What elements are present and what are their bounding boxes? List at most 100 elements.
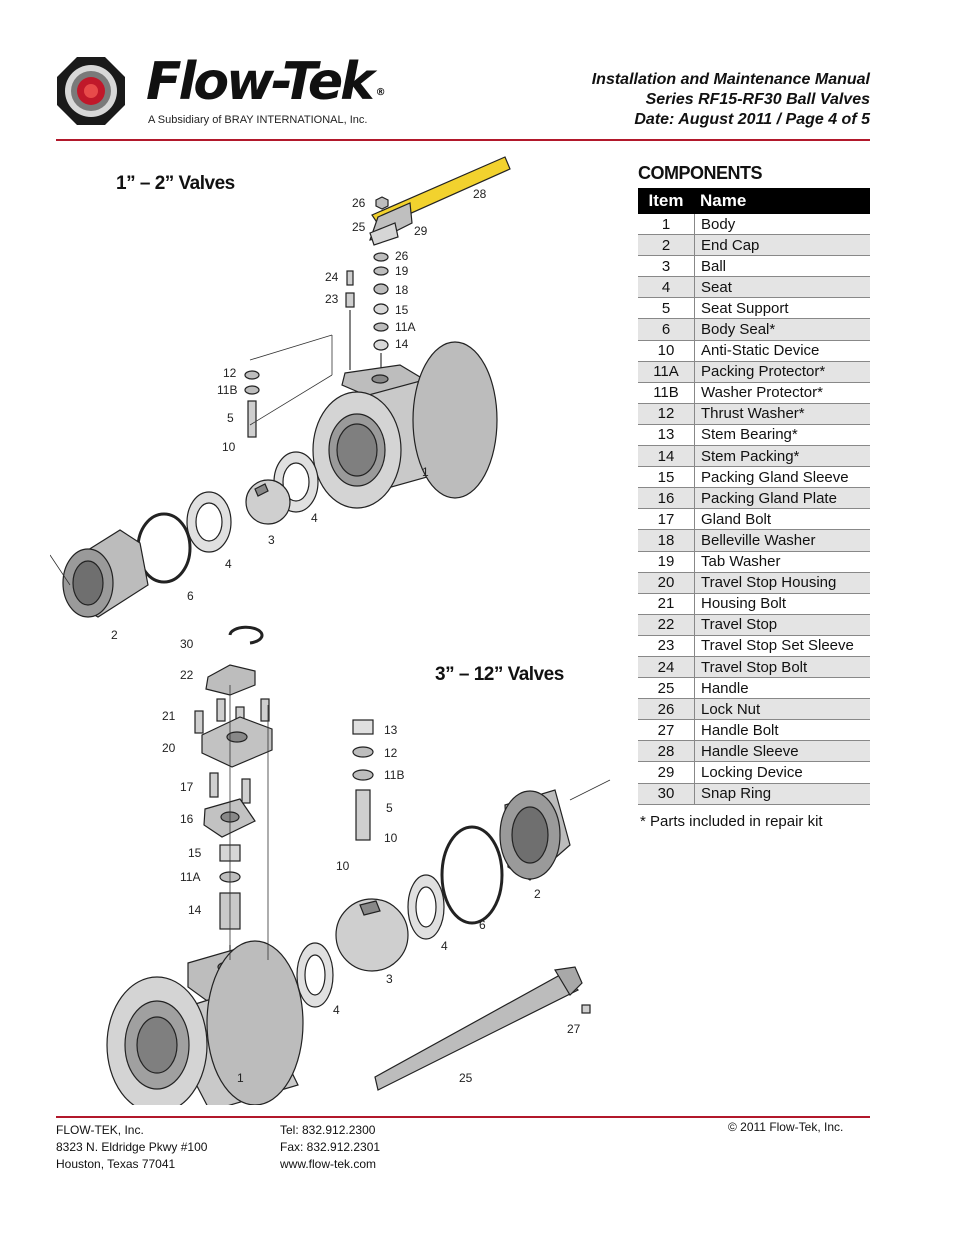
item-name: Seat [701,278,732,296]
part-label: 2 [111,628,118,642]
item-name: Gland Bolt [701,510,772,528]
part-label: 15 [188,846,202,860]
item-number: 2 [638,235,695,256]
item-number: 29 [638,762,695,783]
part-label: 14 [395,337,409,351]
table-row: 3 Ball [638,256,870,278]
item-number: 4 [638,277,695,298]
item-name: Stem Packing* [701,447,800,465]
item-number: 16 [638,488,695,509]
table-row: 16 Packing Gland Plate [638,488,870,510]
item-number: 5 [638,298,695,319]
part-label: 11A [395,320,415,334]
footer-address-line2: Houston, Texas 77041 [56,1157,176,1171]
part-label: 6 [479,918,486,932]
part-label: 26 [395,249,409,263]
item-name: Travel Stop [701,616,778,634]
item-name: Packing Gland Plate [701,489,837,507]
item-name: Seat Support [701,299,789,317]
item-number: 22 [638,614,695,635]
item-number: 11B [638,382,695,403]
item-name: Body [701,215,736,233]
header-item: Item [648,191,684,210]
item-number: 24 [638,656,695,678]
item-name: Handle Bolt [701,721,779,739]
table-row: 10 Anti-Static Device [638,340,870,362]
item-name: Stem Bearing* [701,426,798,444]
part-label: 1 [237,1071,244,1085]
part-label: 13 [384,723,398,737]
item-number: 3 [638,256,695,277]
item-name: Handle Sleeve [701,742,799,760]
item-number: 27 [638,720,695,741]
item-number: 14 [638,446,695,467]
table-row: 23 Travel Stop Set Sleeve [638,635,870,657]
manual-title: Installation and Maintenance Manual [591,71,870,88]
part-label: 6 [187,589,194,603]
part-label: 4 [311,511,318,525]
header-divider [56,139,870,141]
part-label: 1 [422,465,429,479]
item-name: Packing Protector* [701,363,826,381]
logo-subtitle: A Subsidiary of BRAY INTERNATIONAL, Inc. [148,114,368,126]
item-number: 10 [638,340,695,361]
item-number: 12 [638,403,695,424]
item-number: 25 [638,678,695,699]
item-number: 30 [638,783,695,804]
item-name: Anti-Static Device [701,342,820,360]
part-labels-large: 30 22 21 20 17 16 15 11A 14 13 12 11B 5 … [162,637,581,1085]
table-row: 14 Stem Packing* [638,446,870,468]
part-label: 26 [352,196,366,210]
part-label: 10 [336,859,350,873]
item-number: 20 [638,572,695,593]
footer-address: FLOW-TEK, Inc. 8323 N. Eldridge Pkwy #10… [56,1122,207,1173]
part-label: 3 [268,533,275,547]
item-name: Snap Ring [701,785,772,803]
item-name: Travel Stop Bolt [701,658,808,676]
item-name: Housing Bolt [701,595,787,613]
item-name: Travel Stop Set Sleeve [701,637,854,655]
item-name: Handle [701,679,749,697]
item-number: 15 [638,467,695,488]
part-label: 21 [162,709,176,723]
footer-contact: Tel: 832.912.2300 Fax: 832.912.2301 www.… [280,1122,380,1173]
item-number: 17 [638,509,695,530]
part-label: 10 [222,440,236,454]
item-number: 23 [638,635,695,656]
footer-fax: Fax: 832.912.2301 [280,1140,381,1154]
part-label: 11B [217,383,237,397]
footer-web-link[interactable]: www.flow-tek.com [280,1157,377,1171]
part-label: 4 [333,1003,340,1017]
part-label: 20 [162,741,176,755]
item-name: Belleville Washer [701,531,816,549]
item-name: Ball [701,257,727,275]
part-label: 23 [325,292,339,306]
table-row: 4 Seat [638,277,870,299]
series-title: Series RF15-RF30 Ball Valves [645,91,870,108]
table-row: 22 Travel Stop [638,614,870,636]
item-number: 18 [638,530,695,551]
item-name: End Cap [701,236,760,254]
part-label: 27 [567,1022,581,1036]
part-label: 11B [384,768,404,782]
part-label: 4 [225,557,232,571]
part-label: 22 [180,668,194,682]
footer-divider [56,1116,870,1118]
table-row: 18 Belleville Washer [638,530,870,552]
part-label: 14 [188,903,202,917]
part-labels-small: 26 25 28 29 26 19 24 18 23 15 11A 14 12 … [111,187,487,642]
document-header: Installation and Maintenance Manual Seri… [592,70,870,130]
table-row: 24 Travel Stop Bolt [638,656,870,679]
part-label: 5 [386,801,393,815]
part-label: 10 [384,831,398,845]
repair-kit-note: * Parts included in repair kit [640,813,823,830]
table-row: 30 Snap Ring [638,783,870,805]
